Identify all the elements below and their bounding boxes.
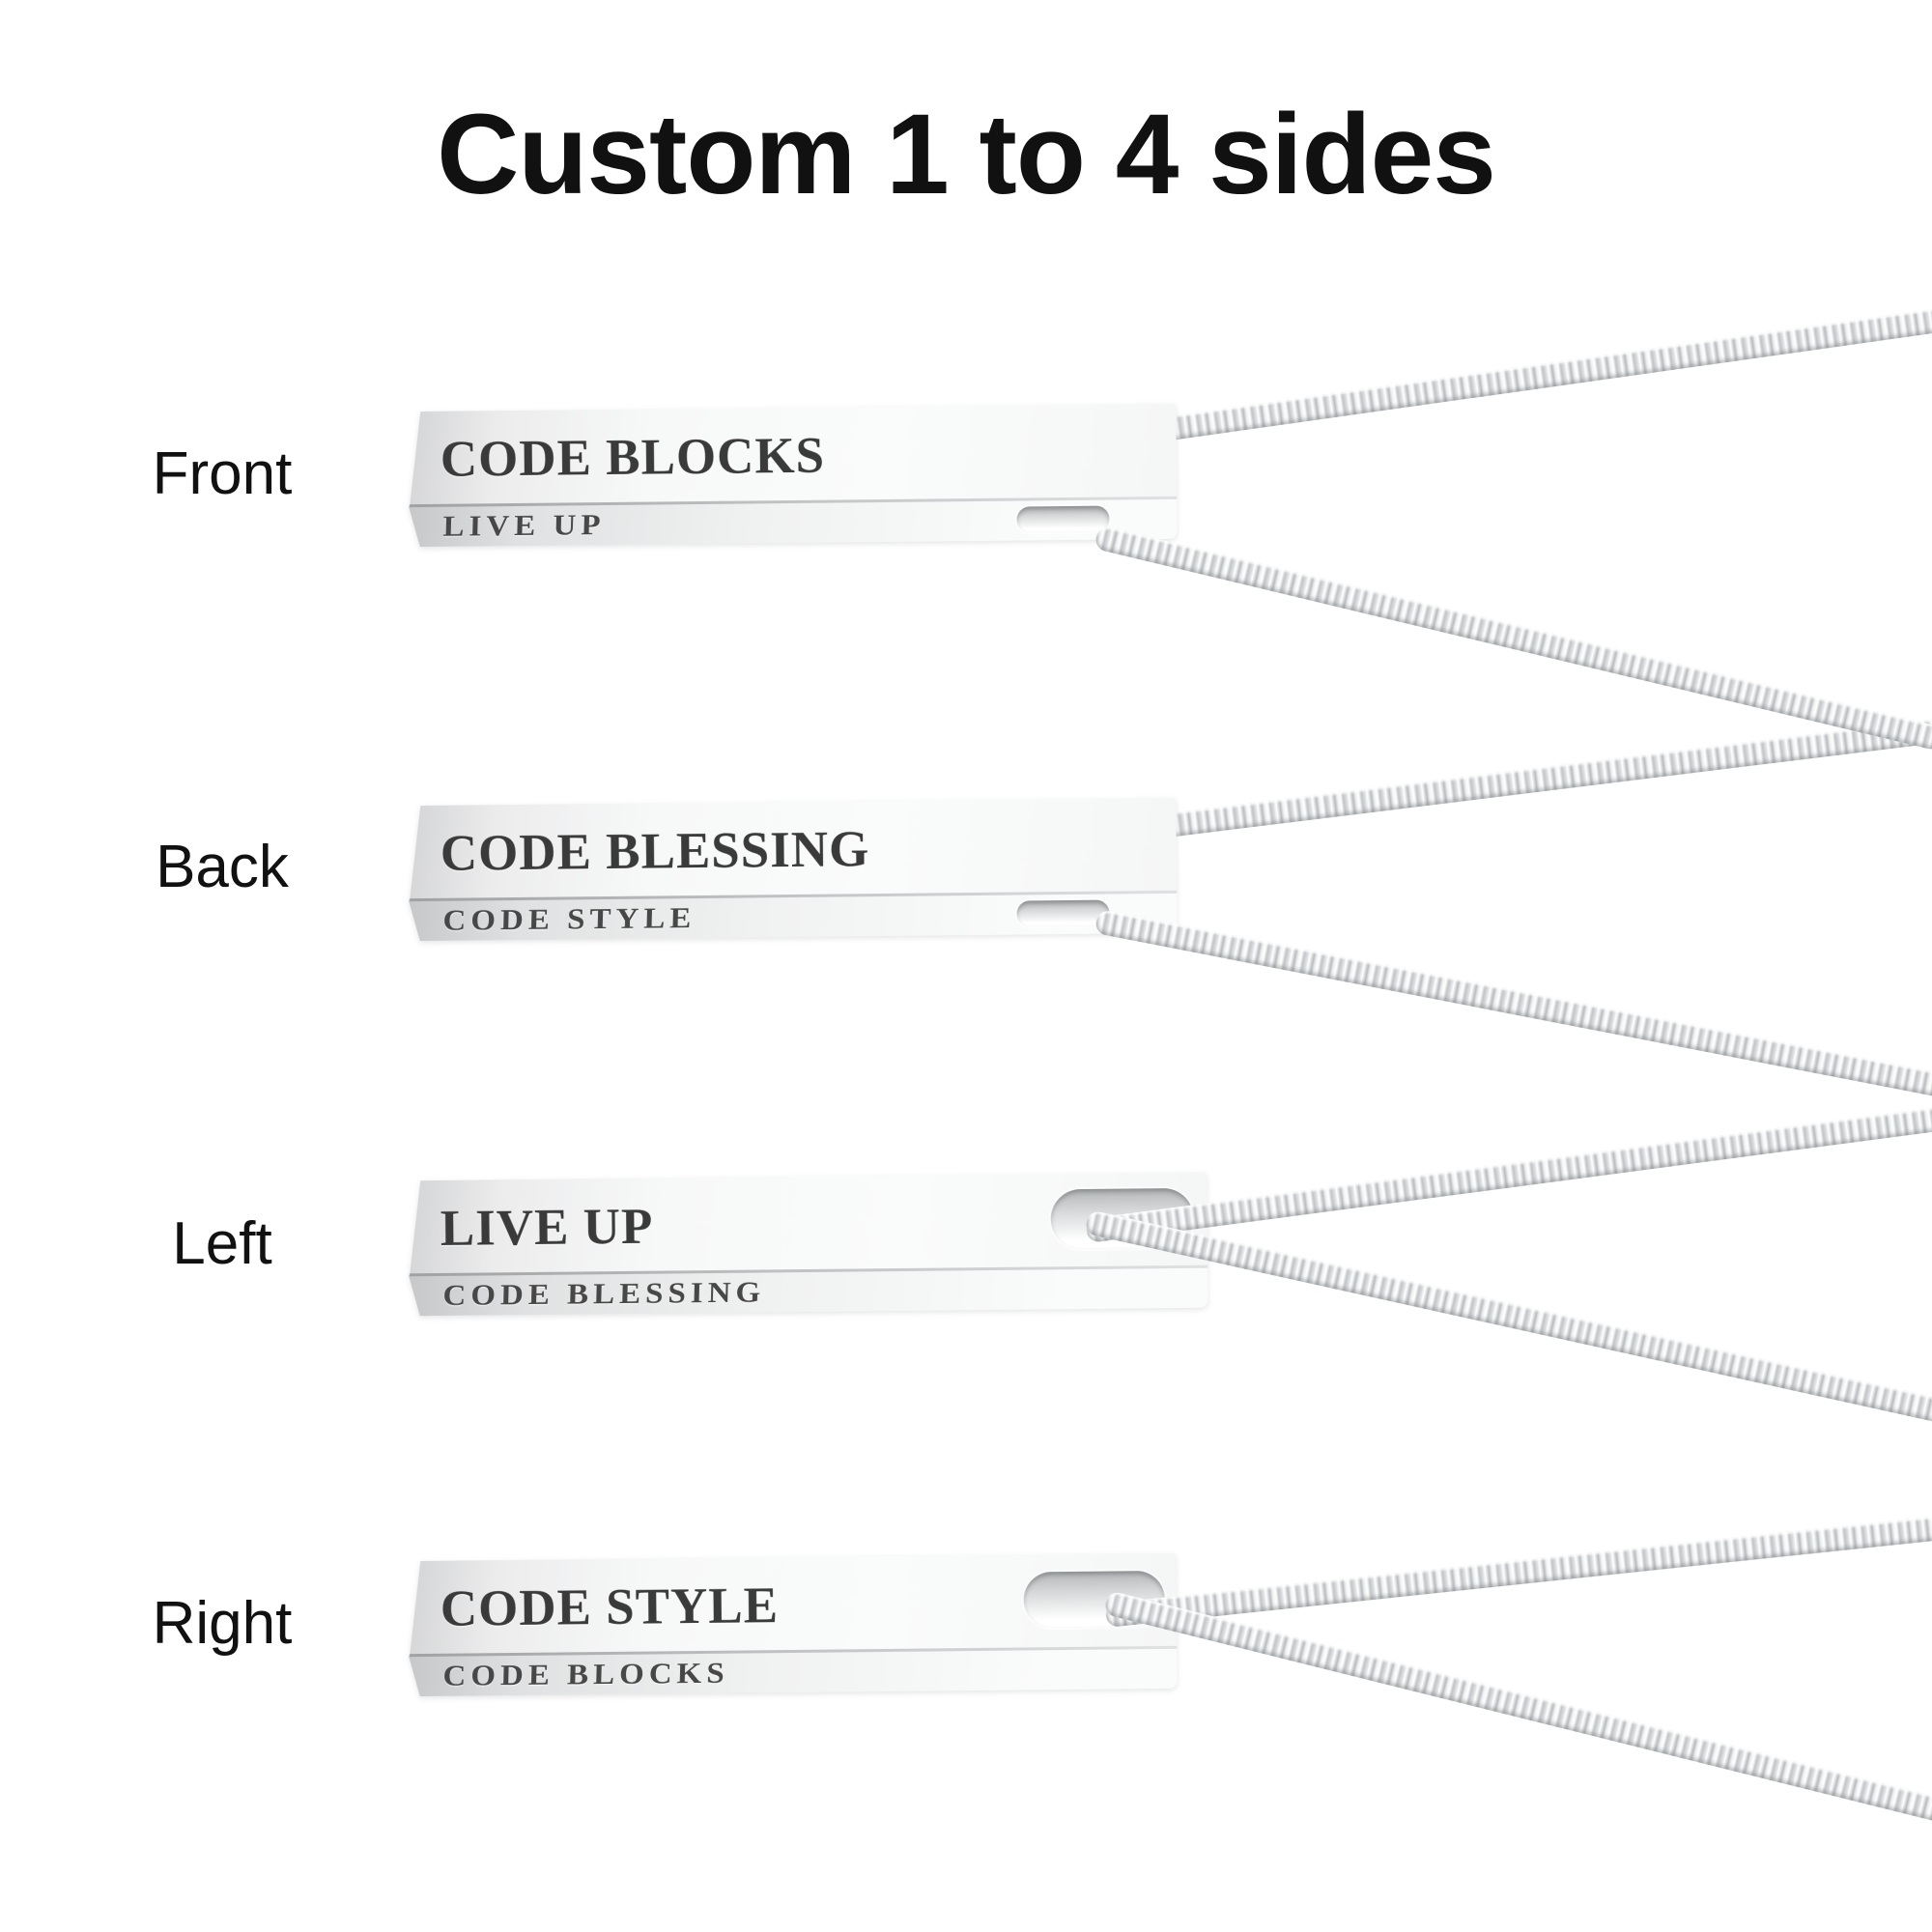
pendant-bar-right: CODE STYLE CODE BLOCKS — [405, 1553, 1177, 1696]
box-chain-upper-front — [1133, 307, 1932, 445]
engraving-back-face: CODE BLESSING — [440, 821, 870, 882]
engraving-left-edge: CODE BLESSING — [442, 1276, 766, 1313]
box-chain-lower-front — [1094, 525, 1932, 752]
box-chain-lower-back — [1094, 909, 1932, 1099]
engraving-right-edge: CODE BLOCKS — [442, 1658, 730, 1693]
row-label-left: Left — [172, 1210, 272, 1277]
box-chain-upper-left — [1085, 1104, 1932, 1243]
box-chain-lower-left — [1084, 1209, 1932, 1426]
box-chain-upper-back — [1133, 718, 1932, 841]
pendant-bar-left: LIVE UP CODE BLESSING — [405, 1173, 1208, 1317]
box-chain-upper-right — [1104, 1514, 1932, 1628]
engraving-front-edge: LIVE UP — [442, 509, 606, 544]
row-label-back: Back — [156, 834, 289, 900]
engraving-back-edge: CODE STYLE — [442, 902, 696, 938]
row-label-right: Right — [152, 1590, 293, 1657]
engraving-left-face: LIVE UP — [440, 1198, 654, 1257]
engraving-right-face: CODE STYLE — [440, 1577, 780, 1637]
engraving-front-face: CODE BLOCKS — [440, 427, 826, 488]
box-chain-lower-right — [1102, 1590, 1932, 1825]
pendant-bar-back: CODE BLESSING CODE STYLE — [405, 798, 1177, 941]
pendant-bar-front: CODE BLOCKS LIVE UP — [405, 404, 1177, 547]
page-title: Custom 1 to 4 sides — [437, 91, 1496, 218]
pendant-hole — [1016, 505, 1110, 533]
row-label-front: Front — [152, 440, 293, 507]
